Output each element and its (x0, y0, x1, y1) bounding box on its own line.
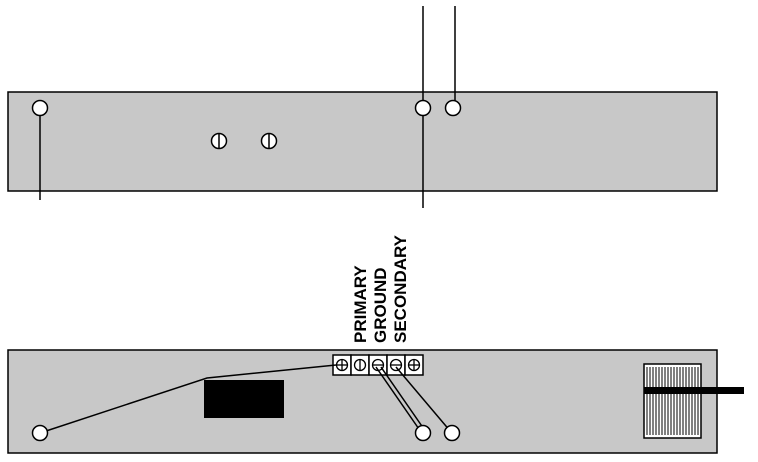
cable (644, 387, 744, 394)
label-primary: PRIMARY (351, 265, 370, 343)
hole-icon (31, 424, 49, 442)
wire-secondary-b (380, 366, 427, 433)
wire-secondary-a (375, 366, 422, 433)
hole-icon (414, 424, 432, 442)
label-secondary: SECONDARY (391, 234, 410, 343)
hole-icon (443, 424, 461, 442)
hole-icon (414, 99, 432, 117)
wire-primary (39, 364, 337, 434)
top-panel (7, 91, 718, 192)
wire-terminal-4 (395, 366, 452, 433)
hole-icon (444, 99, 462, 117)
connector-pad (643, 363, 702, 439)
label-ground: GROUND (371, 267, 390, 343)
hole-icon (31, 99, 49, 117)
component-block (204, 380, 284, 418)
terminal-4-icon (389, 358, 403, 372)
screw-icon (260, 132, 278, 150)
terminal-5-icon (407, 358, 421, 372)
terminal-ground-icon (353, 358, 367, 372)
screw-icon (210, 132, 228, 150)
terminal-primary-icon (335, 358, 349, 372)
